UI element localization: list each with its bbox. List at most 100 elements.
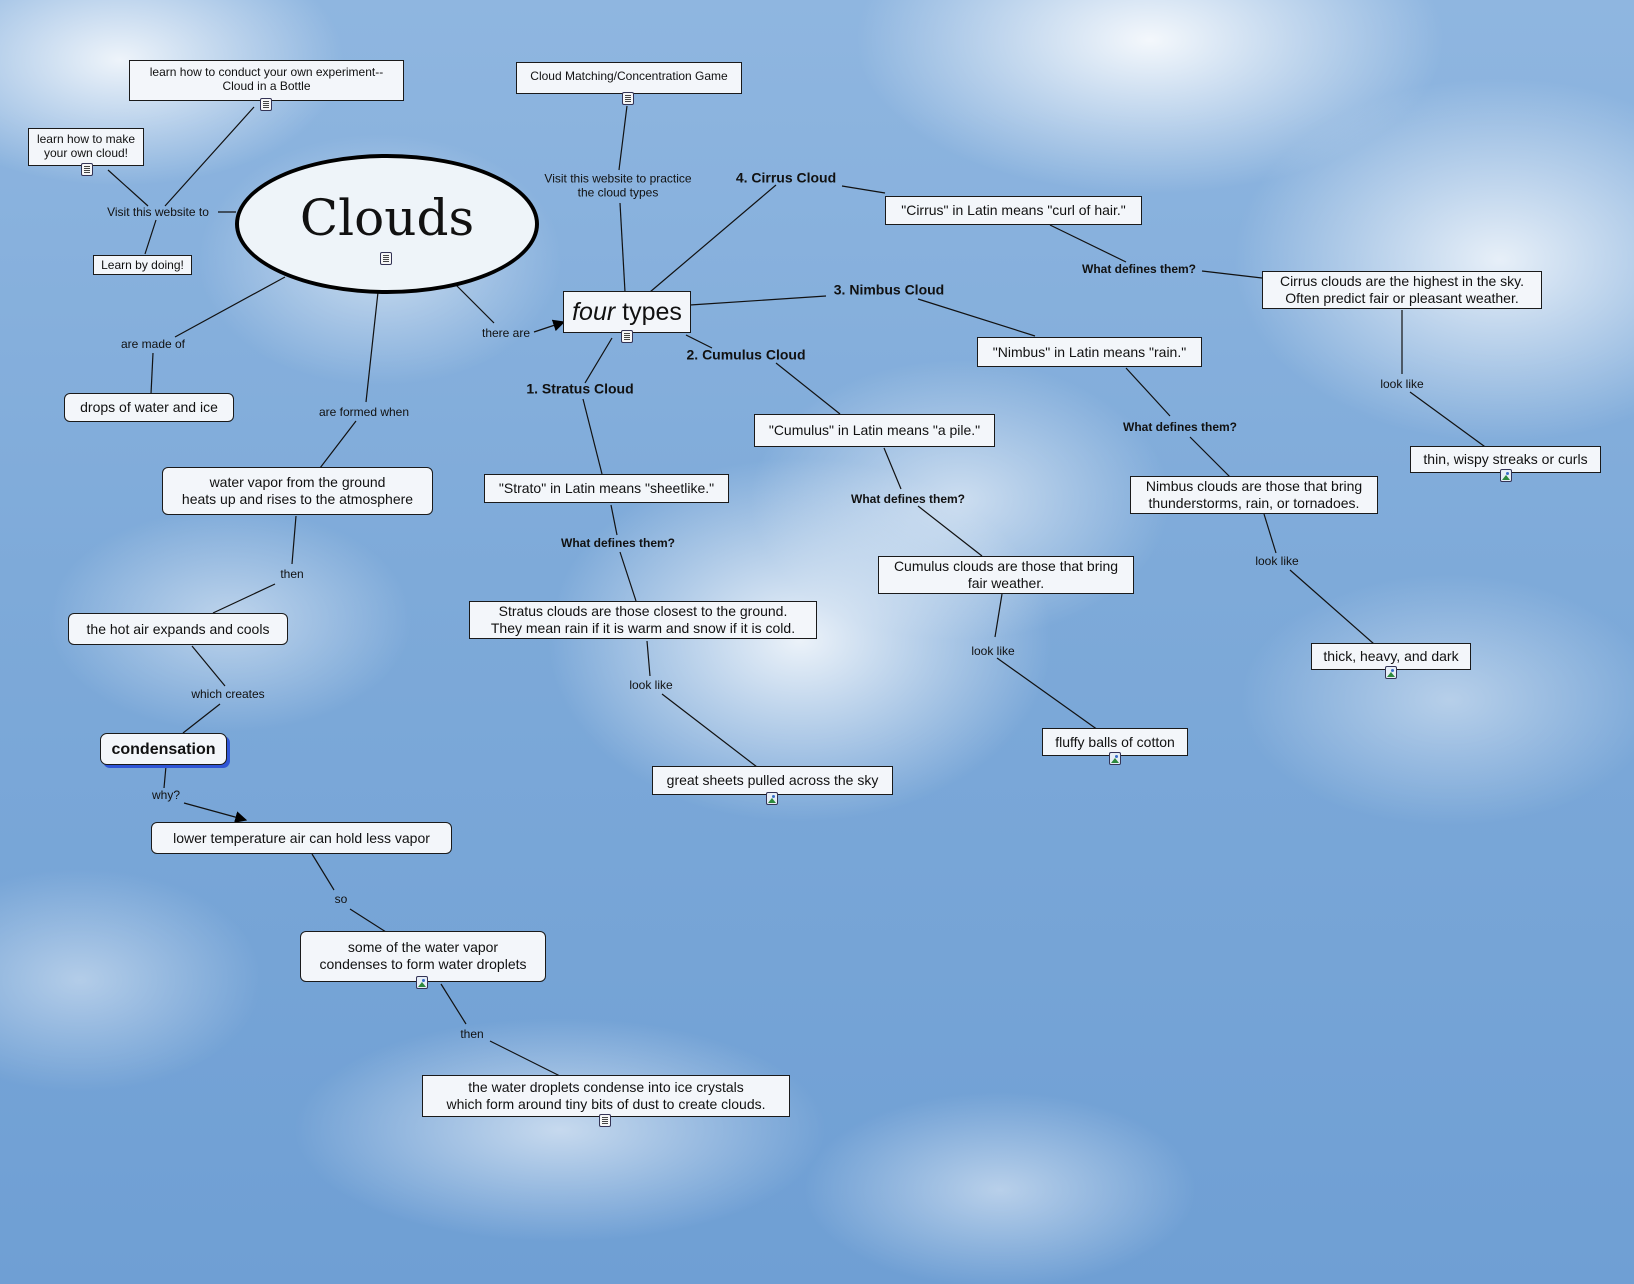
label-what-defines-nimbus: What defines them?	[1122, 419, 1238, 434]
link-experiment	[164, 106, 255, 207]
link-stratus-look	[646, 640, 651, 677]
nimbus-latin-node[interactable]: "Nimbus" in Latin means "rain."	[977, 337, 1202, 367]
label-why: why?	[151, 787, 181, 802]
label-what-defines-stratus: What defines them?	[560, 535, 676, 550]
thick-node[interactable]: thick, heavy, and dark	[1311, 643, 1471, 670]
link-clouds-formed	[365, 291, 379, 403]
vapor-node[interactable]: water vapor from the ground heats up and…	[162, 467, 433, 515]
strato-latin-node[interactable]: "Strato" in Latin means "sheetlike."	[484, 474, 729, 503]
image-icon[interactable]	[1500, 469, 1512, 482]
cirrus-def-node[interactable]: Cirrus clouds are the highest in the sky…	[1262, 271, 1542, 309]
label-visit-practice: Visit this website to practice the cloud…	[544, 171, 692, 200]
link-look-thick	[1289, 569, 1375, 645]
wispy-node[interactable]: thin, wispy streaks or curls	[1410, 446, 1601, 473]
cirrus-latin-node[interactable]: "Cirrus" in Latin means "curl of hair."	[885, 196, 1142, 225]
label-there-are: there are	[481, 325, 531, 340]
label-what-defines-cirrus: What defines them?	[1081, 261, 1197, 276]
cumulus-latin-node[interactable]: "Cumulus" in Latin means "a pile."	[754, 414, 995, 447]
link-nimbus-latin	[917, 298, 1036, 337]
link-make-cloud	[107, 169, 149, 207]
document-icon[interactable]	[621, 330, 633, 343]
label-are-formed-when: are formed when	[318, 404, 410, 419]
link-game-types	[619, 202, 626, 293]
link-cumuluslatin-defines	[883, 447, 902, 490]
link-look-wispy	[1409, 391, 1489, 450]
label-are-made-of: are made of	[120, 336, 186, 351]
link-made-drops	[150, 352, 154, 395]
document-icon[interactable]	[380, 252, 392, 265]
label-then-1: then	[280, 566, 304, 581]
link-clouds-there	[455, 284, 495, 324]
label-what-defines-cumulus: What defines them?	[850, 491, 966, 506]
link-game	[618, 105, 628, 171]
condensation-node[interactable]: condensation	[100, 733, 227, 765]
label-look-like-nimbus: look like	[1255, 553, 1299, 568]
make-cloud-node[interactable]: learn how to make your own cloud!	[28, 128, 144, 166]
four-word: four	[572, 298, 616, 326]
clouds-central-node[interactable]: Clouds	[235, 154, 539, 294]
link-defines-nimbus	[1189, 436, 1231, 478]
image-icon[interactable]	[416, 976, 428, 989]
link-learn-doing	[144, 219, 157, 255]
link-lower-so	[311, 853, 335, 891]
link-formed-vapor	[319, 420, 357, 469]
link-cumulus-latin	[775, 362, 841, 415]
fluffy-node[interactable]: fluffy balls of cotton	[1042, 728, 1188, 756]
nimbus-def-node[interactable]: Nimbus clouds are those that bring thund…	[1130, 476, 1378, 514]
image-icon[interactable]	[766, 792, 778, 805]
link-vapor-then	[291, 515, 297, 565]
label-which-creates: which creates	[191, 686, 265, 701]
document-icon[interactable]	[260, 98, 272, 111]
document-icon[interactable]	[599, 1114, 611, 1127]
link-look-sheets	[661, 693, 758, 768]
label-visit-website: Visit this website to	[107, 204, 209, 219]
link-there-types	[533, 319, 566, 333]
link-types-nimbus	[689, 295, 827, 306]
image-icon[interactable]	[1109, 752, 1121, 765]
four-types-node[interactable]: four types	[563, 291, 691, 333]
link-look-fluffy	[996, 657, 1099, 731]
label-look-like-cirrus: look like	[1380, 376, 1424, 391]
label-then-2: then	[460, 1026, 484, 1041]
document-icon[interactable]	[622, 92, 634, 105]
ice-crystals-node[interactable]: the water droplets condense into ice cry…	[422, 1075, 790, 1117]
document-icon[interactable]	[81, 163, 93, 176]
matching-game-node[interactable]: Cloud Matching/Concentration Game	[516, 62, 742, 94]
label-cirrus-type: 4. Cirrus Cloud	[735, 169, 837, 186]
image-icon[interactable]	[1385, 666, 1397, 679]
link-stratus-latin	[582, 398, 603, 475]
link-types-cirrus	[649, 184, 777, 293]
clouds-title: Clouds	[299, 189, 475, 247]
link-hot-creates	[191, 645, 226, 687]
link-clouds-made	[174, 276, 286, 338]
link-cumulus-look	[994, 593, 1003, 638]
hot-air-node[interactable]: the hot air expands and cools	[68, 613, 288, 645]
link-then-ice	[489, 1040, 561, 1077]
lower-temp-node[interactable]: lower temperature air can hold less vapo…	[151, 822, 452, 854]
great-sheets-node[interactable]: great sheets pulled across the sky	[652, 766, 893, 795]
label-look-like-cumulus: look like	[971, 643, 1015, 658]
link-defines-cirrus	[1201, 270, 1263, 279]
some-vapor-node[interactable]: some of the water vapor condenses to for…	[300, 931, 546, 982]
link-cond-why	[163, 765, 167, 789]
link-types-cumulus	[685, 334, 713, 349]
learn-doing-node[interactable]: Learn by doing!	[93, 255, 192, 275]
label-look-like-stratus: look like	[629, 677, 673, 692]
link-defines-cumulus	[917, 505, 983, 557]
label-so: so	[334, 891, 348, 906]
drops-node[interactable]: drops of water and ice	[64, 393, 234, 422]
stratus-def-node[interactable]: Stratus clouds are those closest to the …	[469, 601, 817, 639]
link-some-then	[440, 983, 467, 1025]
link-types-stratus	[584, 337, 613, 384]
link-defines-stratus	[619, 551, 637, 602]
link-then-hot	[212, 583, 276, 614]
link-so-some	[349, 908, 387, 933]
link-cirruslatin-defines	[1049, 224, 1127, 263]
label-stratus-type: 1. Stratus Cloud	[526, 380, 634, 397]
types-word: types	[615, 298, 682, 326]
link-strato-defines	[610, 504, 618, 536]
link-cirrus-latin	[841, 185, 886, 194]
experiment-node[interactable]: learn how to conduct your own experiment…	[129, 60, 404, 101]
cumulus-def-node[interactable]: Cumulus clouds are those that bring fair…	[878, 556, 1134, 594]
